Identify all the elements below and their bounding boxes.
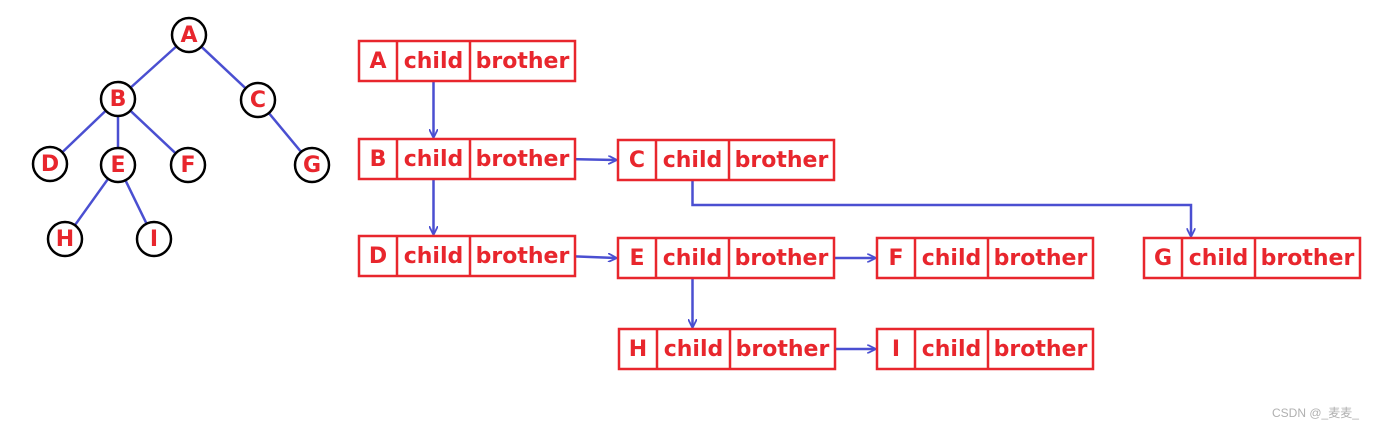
box-brother-field: brother [735,246,829,271]
tree-node-label: B [110,87,127,112]
box-brother-field: brother [476,147,570,172]
tree-node-circle [293,146,331,184]
tree-node-circle [31,145,69,183]
tree-node-label: A [180,23,197,48]
box-outline [875,236,1095,280]
tree-node-circle [135,220,173,258]
tree-edge-c-g [267,112,303,153]
arrow-child-c-g [691,160,1192,236]
tree-edge-b-f [129,109,177,155]
box-brother-field: brother [736,337,830,362]
tree-node-e: E [99,146,137,184]
tree-node-label: G [303,153,321,178]
box-id: B [370,147,387,172]
tree-edge-e-i [124,179,148,225]
tree-edge-a-b [129,45,178,89]
tree-edges [61,45,303,226]
box-outline [1142,236,1362,280]
tree-edge-a-c [200,45,247,90]
tree-edge-b-d [61,109,107,154]
tree-node-c: C [239,81,277,119]
box-id: E [629,246,644,271]
tree-node-label: F [180,153,195,178]
tree-node-a: A [170,16,208,54]
box-outline [616,138,836,182]
box-id: G [1154,246,1172,271]
box-child-field: child [404,49,464,74]
box-outline [357,137,577,181]
box-brother-field: brother [476,244,570,269]
tree-node-circle [99,146,137,184]
link-arrows [434,61,1192,349]
tree-node-circle [169,146,207,184]
box-outline [875,327,1095,371]
box-brother-field: brother [735,148,829,173]
box-brother-field: brother [476,49,570,74]
box-child-field: child [663,246,723,271]
tree-node-label: H [56,227,74,252]
tree-node-circle [99,80,137,118]
box-outline [357,39,577,83]
tree-node-label: C [250,88,266,113]
box-child-field: child [1189,246,1249,271]
tree-node-circle [239,81,277,119]
box-outline [617,327,837,371]
box-id: C [629,148,645,173]
tree-nodes: A B C D E F G H I [31,16,331,258]
tree-node-label: D [41,152,59,177]
tree-node-f: F [169,146,207,184]
tree-node-label: E [110,153,125,178]
tree-node-d: D [31,145,69,183]
box-id: I [892,337,900,362]
watermark: CSDN @_麦麦_ [1272,406,1359,420]
box-outline [357,234,577,278]
tree-edge-e-h [73,178,110,226]
box-child-field: child [404,244,464,269]
box-brother-field: brother [994,246,1088,271]
box-child-field: child [664,337,724,362]
box-child-field: child [922,337,982,362]
box-id: F [888,246,903,271]
tree-node-label: I [150,227,158,252]
tree-node-h: H [46,220,84,258]
box-child-field: child [663,148,723,173]
tree-node-b: B [99,80,137,118]
box-outline [616,236,836,280]
box-child-field: child [922,246,982,271]
box-id: D [369,244,387,269]
tree-node-circle [46,220,84,258]
tree-node-circle [170,16,208,54]
box-id: H [629,337,647,362]
tree-node-i: I [135,220,173,258]
tree-node-g: G [293,146,331,184]
box-child-field: child [404,147,464,172]
box-id: A [369,49,386,74]
box-brother-field: brother [994,337,1088,362]
box-brother-field: brother [1261,246,1355,271]
